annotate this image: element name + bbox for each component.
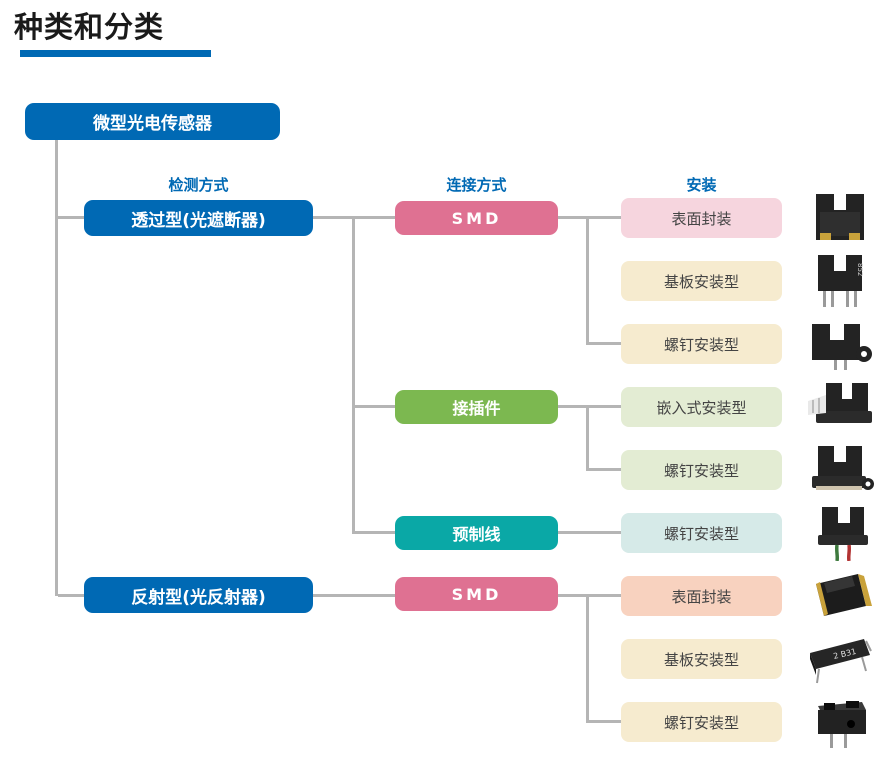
connector-line — [558, 594, 621, 597]
node-through-beam-type: 透过型(光遮断器) — [84, 200, 313, 236]
slot-sensor-prewired-icon — [818, 507, 868, 561]
connector-line — [586, 720, 621, 723]
node-smd-connection-1: SMD — [395, 201, 558, 235]
node-screw-mount-type-4: 螺钉安装型 — [621, 702, 782, 742]
node-board-mount-type-1: 基板安装型 — [621, 261, 782, 301]
slot-sensor-screw-tab-photo — [804, 442, 876, 498]
connector-line — [586, 468, 621, 471]
column-header-connection-method: 连接方式 — [446, 176, 507, 194]
page-title: 种类和分类 — [14, 10, 165, 44]
connector-line — [558, 216, 621, 219]
title-underline-bar — [20, 50, 211, 57]
connector-line — [586, 594, 589, 723]
connector-line — [352, 216, 355, 534]
node-prewired-connection: 预制线 — [395, 516, 558, 550]
node-surface-mount-package-1: 表面封装 — [621, 198, 782, 238]
slot-sensor-smd-photo — [804, 190, 876, 246]
connector-line — [313, 594, 395, 597]
slot-sensor-pcb-photo: 852 — [804, 253, 876, 309]
node-connector-connection: 接插件 — [395, 390, 558, 424]
node-smd-connection-2: SMD — [395, 577, 558, 611]
connector-line — [586, 342, 621, 345]
node-reflective-type: 反射型(光反射器) — [84, 577, 313, 613]
connector-line — [55, 140, 58, 596]
photo-marking: 852 — [856, 263, 864, 276]
connector-line — [558, 405, 621, 408]
connector-line — [355, 405, 395, 408]
slot-sensor-screw-photo — [804, 316, 876, 372]
connector-line — [58, 594, 84, 597]
node-screw-mount-type-2: 螺钉安装型 — [621, 450, 782, 490]
reflective-sensor-smd-icon — [816, 574, 872, 616]
node-surface-mount-package-2: 表面封装 — [621, 576, 782, 616]
connector-line — [586, 405, 589, 471]
slot-sensor-screw-tab-icon — [812, 446, 874, 490]
connector-line — [558, 531, 621, 534]
node-embedded-mount-type: 嵌入式安装型 — [621, 387, 782, 427]
column-header-detection-method: 检测方式 — [168, 176, 229, 194]
slot-sensor-connector-photo — [804, 379, 876, 435]
reflective-sensor-screw-photo — [804, 694, 876, 750]
connector-line — [352, 531, 395, 534]
slot-sensor-smd-icon — [816, 194, 864, 240]
node-screw-mount-type-3: 螺钉安装型 — [621, 513, 782, 553]
reflective-sensor-screw-icon — [818, 701, 866, 748]
connector-line — [58, 216, 84, 219]
slot-sensor-pcb-icon: 852 — [818, 255, 864, 307]
node-screw-mount-type-1: 螺钉安装型 — [621, 324, 782, 364]
reflective-sensor-smd-photo — [804, 568, 876, 624]
slot-sensor-screw-icon — [812, 324, 872, 370]
connector-line — [586, 216, 589, 345]
reflective-sensor-pcb-icon: 2 B31 — [810, 639, 872, 684]
slot-sensor-connector-icon — [808, 383, 872, 423]
column-header-mounting: 安装 — [686, 176, 717, 194]
node-board-mount-type-2: 基板安装型 — [621, 639, 782, 679]
slot-sensor-prewired-photo — [804, 505, 876, 561]
root-node-micro-photoelectric-sensor: 微型光电传感器 — [25, 103, 280, 140]
reflective-sensor-pcb-photo: 2 B31 — [804, 631, 876, 687]
